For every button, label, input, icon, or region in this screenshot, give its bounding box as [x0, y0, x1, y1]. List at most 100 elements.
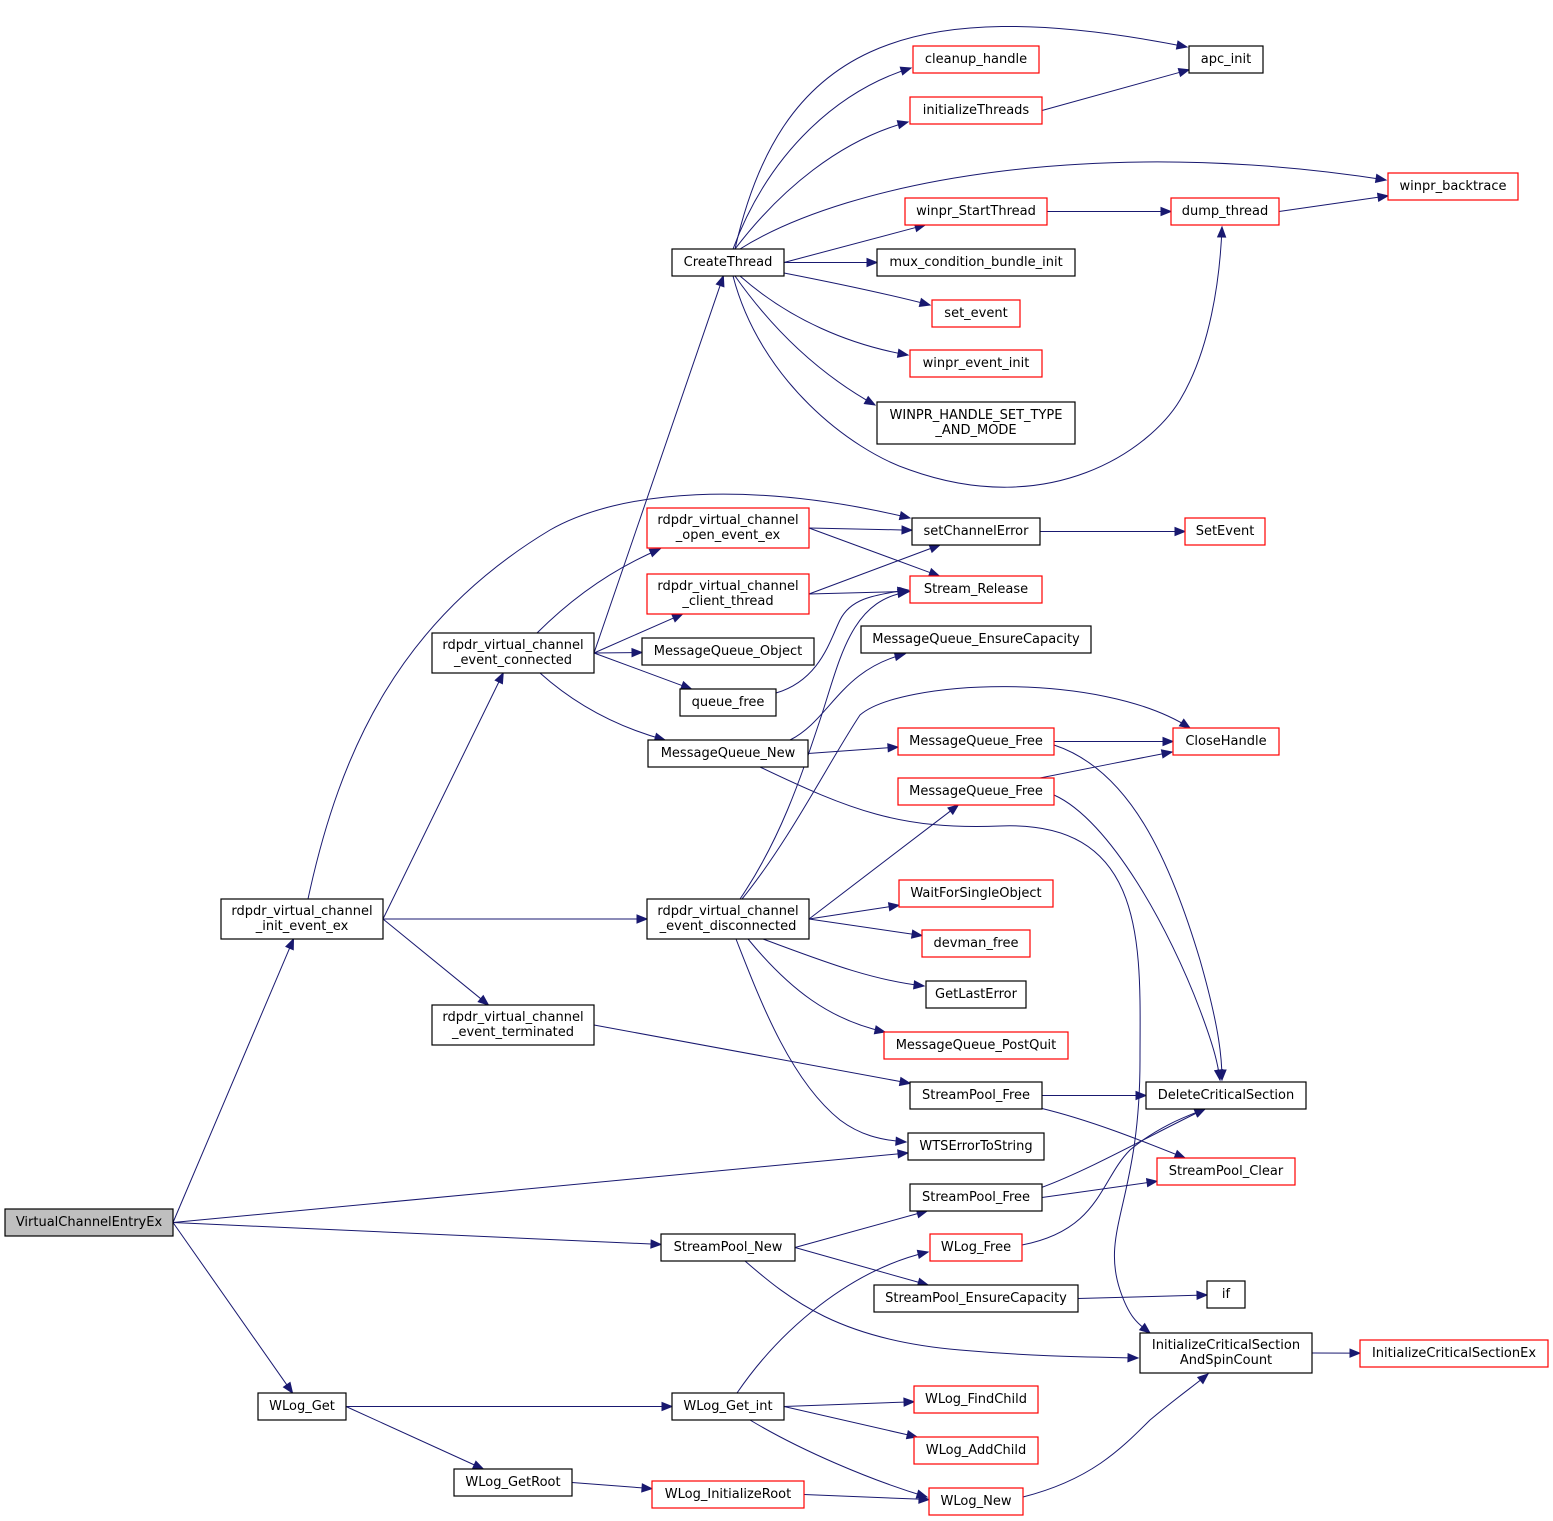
edge-create-thread-to-initialize-threads-line	[734, 121, 909, 250]
node-message-queue-free-2[interactable]: MessageQueue_Free	[897, 777, 1055, 806]
edge-rdpdr-virtual-channel-event-terminated-to-stream-pool-free-1	[593, 1024, 912, 1087]
node-box	[1145, 1081, 1307, 1110]
node-rdpdr-virtual-channel-init-event-ex[interactable]: rdpdr_virtual_channel_init_event_ex	[220, 898, 384, 940]
node-winpr-handle-set-type-and-mode[interactable]: WINPR_HANDLE_SET_TYPE_AND_MODE	[876, 401, 1076, 445]
edge-stream-pool-ensure-capacity-to-if	[1077, 1290, 1209, 1301]
edge-rdpdr-virtual-channel-event-disconnected-to-message-queue-post-quit	[747, 938, 887, 1035]
node-label: StreamPool_EnsureCapacity	[885, 1291, 1067, 1306]
node-wlog-get-root[interactable]: WLog_GetRoot	[453, 1468, 573, 1497]
node-dump-thread[interactable]: dump_thread	[1170, 197, 1280, 226]
node-box	[929, 1233, 1023, 1262]
edge-wlog-get-int-to-wlog-add-child	[783, 1406, 919, 1440]
node-label: MessageQueue_Free	[909, 734, 1043, 749]
node-initialize-critical-section-ex[interactable]: InitializeCriticalSectionEx	[1359, 1339, 1549, 1368]
node-winpr-start-thread[interactable]: winpr_StartThread	[904, 197, 1048, 226]
edge-rdpdr-virtual-channel-event-connected-to-message-queue-object	[593, 647, 644, 658]
node-set-event[interactable]: set_event	[931, 299, 1021, 328]
node-box	[257, 1392, 347, 1421]
edge-wlog-get-root-to-wlog-initialize-root-arrowhead	[641, 1483, 654, 1493]
node-box	[431, 1004, 595, 1046]
node-stream-pool-clear[interactable]: StreamPool_Clear	[1156, 1157, 1296, 1186]
node-devman-free[interactable]: devman_free	[921, 929, 1031, 958]
node-label: CloseHandle	[1185, 734, 1266, 749]
node-label: CreateThread	[684, 255, 773, 270]
edge-wlog-get-int-to-wlog-free	[736, 1249, 930, 1394]
node-wlog-get[interactable]: WLog_Get	[257, 1392, 347, 1421]
node-wlog-get-int[interactable]: WLog_Get_int	[671, 1392, 785, 1421]
node-stream-pool-ensure-capacity[interactable]: StreamPool_EnsureCapacity	[873, 1284, 1079, 1313]
node-get-last-error[interactable]: GetLastError	[925, 980, 1027, 1009]
node-label: devman_free	[934, 936, 1019, 951]
edge-stream-pool-new-to-stream-pool-free-2-line	[794, 1213, 918, 1248]
node-wlog-add-child[interactable]: WLog_AddChild	[913, 1436, 1039, 1465]
node-label: queue_free	[692, 695, 765, 710]
node-rdpdr-virtual-channel-event-connected[interactable]: rdpdr_virtual_channel_event_connected	[431, 632, 595, 674]
node-cleanup-handle[interactable]: cleanup_handle	[912, 45, 1040, 74]
node-stream-release[interactable]: Stream_Release	[909, 575, 1043, 604]
node-rdpdr-virtual-channel-event-terminated[interactable]: rdpdr_virtual_channel_event_terminated	[431, 1004, 595, 1046]
node-wait-for-single-object[interactable]: WaitForSingleObject	[898, 879, 1054, 908]
edge-stream-pool-new-to-initialize-critical-section-and-spin-count-arrowhead	[1127, 1353, 1140, 1363]
node-message-queue-new[interactable]: MessageQueue_New	[647, 739, 809, 768]
edge-winpr-start-thread-to-dump-thread-arrowhead	[1160, 206, 1173, 217]
node-box	[913, 1436, 1039, 1465]
node-stream-pool-new[interactable]: StreamPool_New	[660, 1233, 796, 1262]
node-stream-pool-free-2[interactable]: StreamPool_Free	[909, 1183, 1043, 1212]
node-set-event[interactable]: SetEvent	[1184, 517, 1266, 546]
node-label: StreamPool_New	[674, 1240, 783, 1255]
node-message-queue-object[interactable]: MessageQueue_Object	[641, 637, 815, 666]
node-message-queue-post-quit[interactable]: MessageQueue_PostQuit	[883, 1031, 1069, 1060]
node-rdpdr-virtual-channel-client-thread[interactable]: rdpdr_virtual_channel_client_thread	[646, 573, 810, 615]
node-rdpdr-virtual-channel-open-event-ex[interactable]: rdpdr_virtual_channel_open_event_ex	[646, 507, 810, 549]
edge-create-thread-to-mux-condition-bundle-init	[784, 257, 879, 268]
edge-rdpdr-virtual-channel-client-thread-to-set-channel-error-line	[808, 548, 931, 595]
node-set-channel-error[interactable]: setChannelError	[911, 517, 1041, 546]
node-delete-critical-section[interactable]: DeleteCriticalSection	[1145, 1081, 1307, 1110]
node-box	[928, 1487, 1024, 1516]
node-initialize-threads[interactable]: initializeThreads	[909, 96, 1043, 125]
node-message-queue-free-1[interactable]: MessageQueue_Free	[897, 727, 1055, 756]
node-rdpdr-virtual-channel-event-disconnected[interactable]: rdpdr_virtual_channel_event_disconnected	[646, 898, 810, 940]
edge-create-thread-to-cleanup-handle-arrowhead	[899, 66, 913, 76]
edge-message-queue-new-to-message-queue-ensure-capacity-line	[789, 653, 906, 741]
edge-stream-pool-free-1-to-stream-pool-clear-line	[1039, 1107, 1186, 1159]
node-label: winpr_backtrace	[1399, 179, 1506, 194]
edge-rdpdr-virtual-channel-event-connected-to-create-thread-arrowhead	[715, 274, 725, 288]
node-close-handle[interactable]: CloseHandle	[1172, 727, 1280, 756]
node-label: VirtualChannelEntryEx	[16, 1215, 163, 1230]
node-box	[646, 898, 810, 940]
edge-rdpdr-virtual-channel-event-disconnected-to-message-queue-free-2-line	[808, 810, 951, 920]
node-wlog-free[interactable]: WLog_Free	[929, 1233, 1023, 1262]
node-wlog-find-child[interactable]: WLog_FindChild	[913, 1385, 1039, 1414]
node-label: setChannelError	[924, 524, 1030, 539]
node-label: cleanup_handle	[925, 52, 1027, 67]
edge-stream-pool-free-2-to-stream-pool-clear	[1041, 1178, 1159, 1198]
edge-virtual-channel-entry-ex-to-wtserror-to-string-arrowhead	[897, 1149, 910, 1159]
node-box	[909, 96, 1043, 125]
node-wtserror-to-string[interactable]: WTSErrorToString	[907, 1132, 1045, 1161]
node-winpr-event-init[interactable]: winpr_event_init	[909, 349, 1043, 378]
edge-rdpdr-virtual-channel-open-event-ex-to-stream-release	[808, 527, 941, 577]
node-label: _event_connected	[453, 653, 572, 668]
node-mux-condition-bundle-init[interactable]: mux_condition_bundle_init	[876, 248, 1076, 277]
node-stream-pool-free-1[interactable]: StreamPool_Free	[909, 1081, 1043, 1110]
node-virtual-channel-entry-ex[interactable]: VirtualChannelEntryEx	[4, 1208, 174, 1237]
node-label: _event_terminated	[451, 1025, 574, 1040]
node-apc-init[interactable]: apc_init	[1188, 45, 1264, 74]
edge-message-queue-new-to-message-queue-free-1-line	[807, 747, 889, 754]
node-winpr-backtrace[interactable]: winpr_backtrace	[1387, 172, 1519, 201]
node-if[interactable]: if	[1206, 1280, 1246, 1309]
node-wlog-new[interactable]: WLog_New	[928, 1487, 1024, 1516]
node-queue-free[interactable]: queue_free	[679, 688, 777, 717]
node-wlog-initialize-root[interactable]: WLog_InitializeRoot	[651, 1480, 805, 1509]
edge-wlog-new-to-initialize-critical-section-and-spin-count-line	[1022, 1373, 1209, 1498]
edge-create-thread-to-cleanup-handle-line	[732, 67, 912, 250]
node-create-thread[interactable]: CreateThread	[671, 248, 785, 277]
node-label: winpr_StartThread	[916, 204, 1036, 219]
node-message-queue-ensure-capacity[interactable]: MessageQueue_EnsureCapacity	[860, 625, 1092, 654]
edge-message-queue-free-2-to-delete-critical-section-arrowhead	[1213, 1068, 1224, 1082]
edge-stream-pool-new-to-stream-pool-free-2	[794, 1209, 929, 1248]
node-label: rdpdr_virtual_channel	[442, 1010, 583, 1025]
edge-rdpdr-virtual-channel-event-disconnected-to-close-handle-line	[741, 686, 1191, 900]
